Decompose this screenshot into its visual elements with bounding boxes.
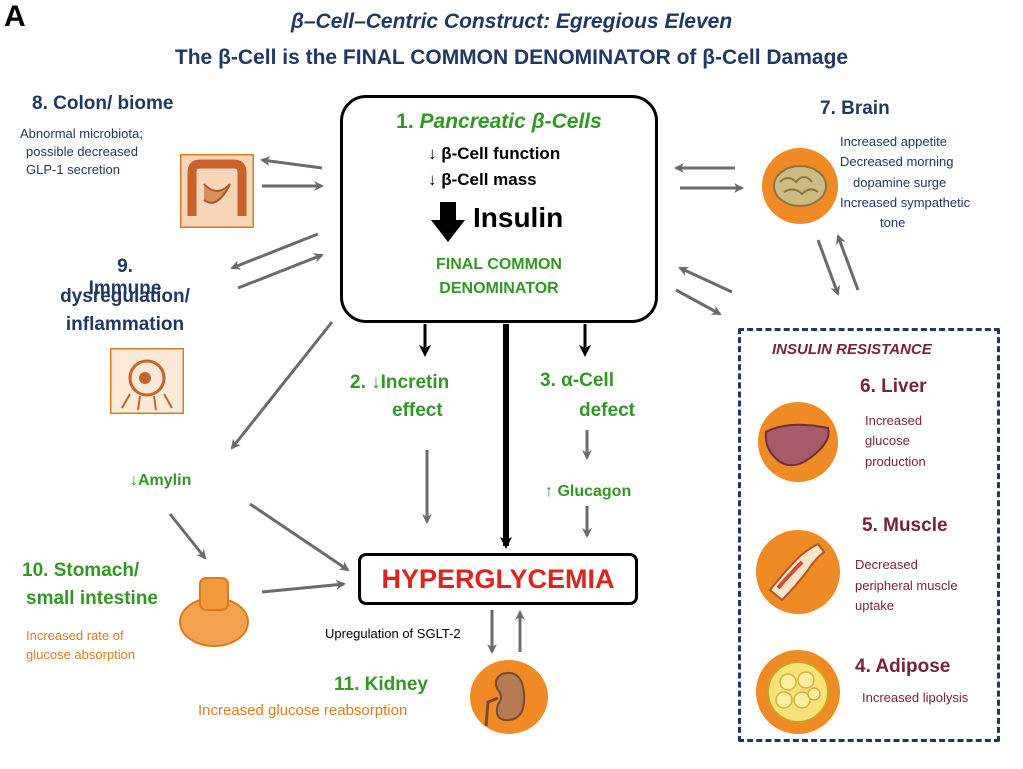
insulin-resistance-box: [738, 328, 1000, 742]
insulin-resistance-heading: INSULIN RESISTANCE: [772, 341, 932, 358]
arrow-stomach-to-hyper: [261, 579, 346, 594]
arrow-central-to-ir: [675, 288, 722, 316]
adipose-icon: [756, 650, 840, 734]
immune-cell-icon: [110, 348, 184, 414]
muscle-icon: [756, 530, 840, 614]
colon-icon: [180, 154, 254, 228]
arrow-ir-to-central: [678, 266, 733, 294]
beta-cell-mass-text: ↓ β-Cell mass: [428, 170, 537, 189]
immune-line3: inflammation: [65, 314, 185, 335]
arrow-brain-to-ir: [816, 239, 840, 296]
arrow-amylin-to-stomach: [168, 513, 207, 560]
stomach-icon: [178, 574, 250, 648]
glucagon-label: ↑ Glucagon: [545, 483, 632, 500]
pancreatic-beta-cells-box: 1. Pancreatic β-Cells ↓ β-Cell function …: [340, 95, 658, 323]
incretin-line1: 2. ↓Incretin: [350, 372, 450, 393]
insulin-label: Insulin: [473, 202, 564, 233]
liver-desc-3: production: [865, 454, 926, 469]
liver-title: 6. Liver: [860, 376, 927, 397]
brain-icon: [762, 148, 838, 224]
panel-letter: A: [4, 0, 26, 33]
beta-cells-heading-text: Pancreatic β-Cells: [419, 110, 602, 133]
arrow-amylin-to-hyper: [249, 502, 350, 572]
muscle-desc-2: peripheral muscle: [855, 578, 958, 593]
incretin-line2: effect: [392, 400, 443, 421]
immune-line2: dysregulation/: [60, 286, 190, 307]
liver-icon: [758, 402, 838, 482]
colon-desc-3: GLP-1 secretion: [26, 162, 120, 177]
brain-desc-1: Increased appetite: [840, 134, 947, 149]
muscle-desc-3: uptake: [855, 598, 895, 613]
fcd-line1: FINAL COMMON: [436, 256, 562, 273]
kidney-title: 11. Kidney: [334, 674, 428, 695]
brain-desc-4: Increased sympathetic: [840, 195, 971, 210]
kidney-icon: [470, 660, 548, 734]
brain-desc-2: Decreased morning: [840, 154, 954, 169]
arrow-central-to-immune: [230, 232, 319, 270]
diagram-subtitle: The β-Cell is the FINAL COMMON DENOMINAT…: [174, 46, 849, 69]
colon-desc-2: possible decreased: [26, 144, 139, 159]
stomach-line1: 10. Stomach/: [22, 560, 140, 581]
muscle-desc-1: Decreased: [855, 557, 918, 572]
arrow-immune-to-central: [237, 253, 324, 290]
colon-desc-1: Abnormal microbiota;: [20, 126, 143, 141]
fcd-line2: DENOMINATOR: [439, 280, 559, 297]
liver-desc-2: glucose: [865, 433, 910, 448]
adipose-title: 4. Adipose: [855, 656, 951, 677]
sglt2-label: Upregulation of SGLT-2: [325, 626, 461, 641]
colon-title: 8. Colon/ biome: [32, 93, 174, 114]
arrow-central-to-colon: [260, 156, 323, 170]
beta-cells-heading: 1. Pancreatic β-Cells: [343, 110, 655, 134]
liver-desc-1: Increased: [865, 413, 923, 428]
diagram-title: β–Cell–Centric Construct: Egregious Elev…: [290, 10, 733, 33]
stomach-line2: small intestine: [26, 588, 158, 609]
muscle-title: 5. Muscle: [862, 515, 948, 536]
amylin-label: ↓Amylin: [130, 472, 192, 489]
insulin-down-arrow-icon: [431, 202, 465, 247]
arrow-central-to-amylin: [230, 321, 334, 450]
stomach-desc-1: Increased rate of: [26, 628, 124, 643]
brain-desc-5: tone: [880, 215, 906, 230]
brain-title: 7. Brain: [820, 98, 890, 119]
alpha-cell-line2: defect: [579, 400, 635, 421]
beta-cells-heading-number: 1.: [396, 110, 414, 133]
beta-cell-function-text: ↓ β-Cell function: [428, 144, 561, 163]
arrow-ir-to-brain: [836, 234, 860, 291]
hyperglycemia-box: HYPERGLYCEMIA: [358, 553, 638, 605]
stomach-desc-2: glucose absorption: [26, 647, 136, 662]
kidney-desc: Increased glucose reabsorption: [198, 702, 408, 719]
adipose-desc: Increased lipolysis: [862, 690, 969, 705]
brain-desc-3: dopamine surge: [853, 175, 947, 190]
alpha-cell-line1: 3. α-Cell: [540, 370, 614, 391]
immune-line1: 9. Immune: [88, 256, 162, 299]
